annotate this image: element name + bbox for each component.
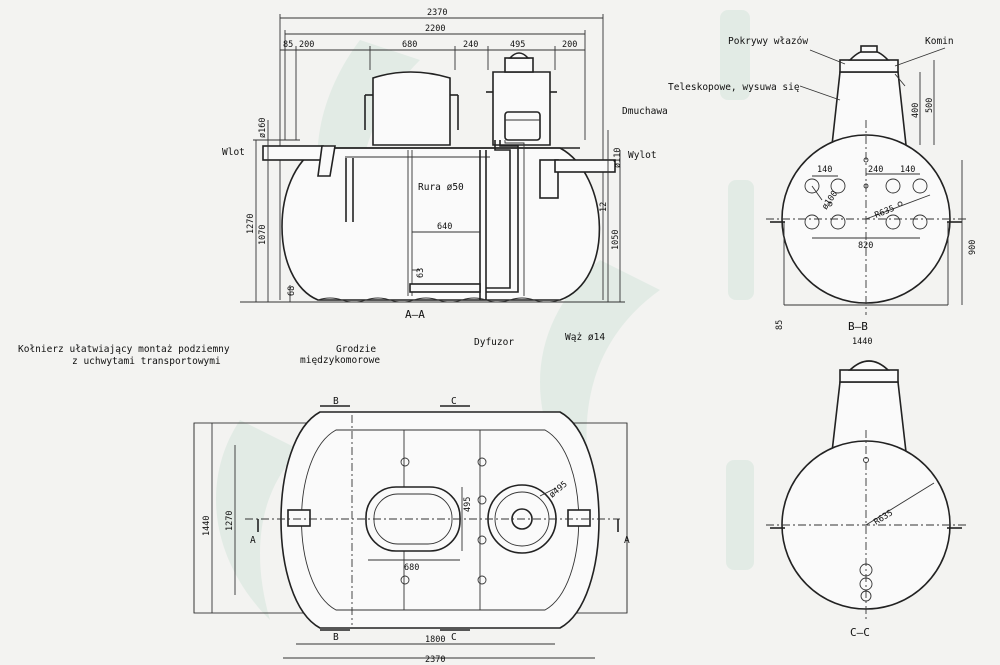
label-pokrywy: Pokrywy włazów [728,36,808,47]
dim-1050: 1050 [611,230,621,250]
plan-view [193,405,628,659]
section-a-a [240,14,625,303]
dim-63: 63 [416,268,426,278]
diffuser-holes [804,157,928,230]
label-rura: Rura ø50 [418,182,464,193]
label-teleskop: Teleskopowe, wysuwa się [668,82,800,93]
dim-900: 900 [968,240,978,255]
mark-b-top: B [333,396,339,407]
dim-110: ø110 [613,148,623,168]
dim-2370-bottom: 2370 [425,655,445,665]
dim-85: 85 [283,40,293,50]
dim-140-right: 140 [900,165,915,175]
dim-820: 820 [858,241,873,251]
dim-1070: 1070 [258,225,268,245]
dim-680-plan: 680 [404,563,419,573]
dim-85-bb: 85 [775,320,785,330]
label-section-cc: C—C [850,626,870,639]
label-kolnierz-1: Kołnierz ułatwiający montaż podziemny [18,344,230,355]
dim-200-right: 200 [562,40,577,50]
dim-1800: 1800 [425,635,445,645]
dim-1440-bb: 1440 [852,337,872,347]
dim-1270: 1270 [246,214,256,234]
label-section-aa: A—A [405,308,425,321]
dim-240-bb: 240 [868,165,883,175]
label-wlot: Wlot [222,147,245,158]
label-wylot: Wylot [628,150,657,161]
dim-500: 500 [925,98,935,113]
mark-a-left: A [250,535,256,546]
label-kolnierz-2: z uchwytami transportowymi [72,356,221,367]
dim-680: 680 [402,40,417,50]
dim-2200: 2200 [425,24,445,34]
section-b-b [766,45,966,315]
labels: Pokrywy włazów Komin Teleskopowe, wysuwa… [18,36,954,643]
label-waz: Wąż ø14 [565,332,605,343]
dim-495-plan: 495 [463,497,473,512]
label-komin: Komin [925,36,954,47]
label-dyfuzor: Dyfuzor [474,337,514,348]
dim-400: 400 [911,103,921,118]
label-dmuchawa: Dmuchawa [622,106,668,117]
dim-200-left: 200 [299,40,314,50]
mark-c-top: C [451,396,457,407]
label-section-bb: B—B [848,320,868,333]
dim-1440-plan: 1440 [202,516,212,536]
dim-640: 640 [437,222,452,232]
mark-c-bottom: C [451,632,457,643]
mark-a-right: A [624,535,630,546]
dim-68: 68 [287,286,297,296]
dim-12: 12 [599,202,609,212]
dim-1270-plan: 1270 [225,511,235,531]
dim-495: 495 [510,40,525,50]
dim-160: ø160 [258,118,268,138]
section-c-c [766,360,966,620]
dim-240: 240 [463,40,478,50]
label-grodzie-2: międzykomorowe [300,355,380,366]
label-grodzie-1: Grodzie [336,344,376,355]
mark-b-bottom: B [333,632,339,643]
dim-140-left: 140 [817,165,832,175]
dim-2370-top: 2370 [427,8,447,18]
